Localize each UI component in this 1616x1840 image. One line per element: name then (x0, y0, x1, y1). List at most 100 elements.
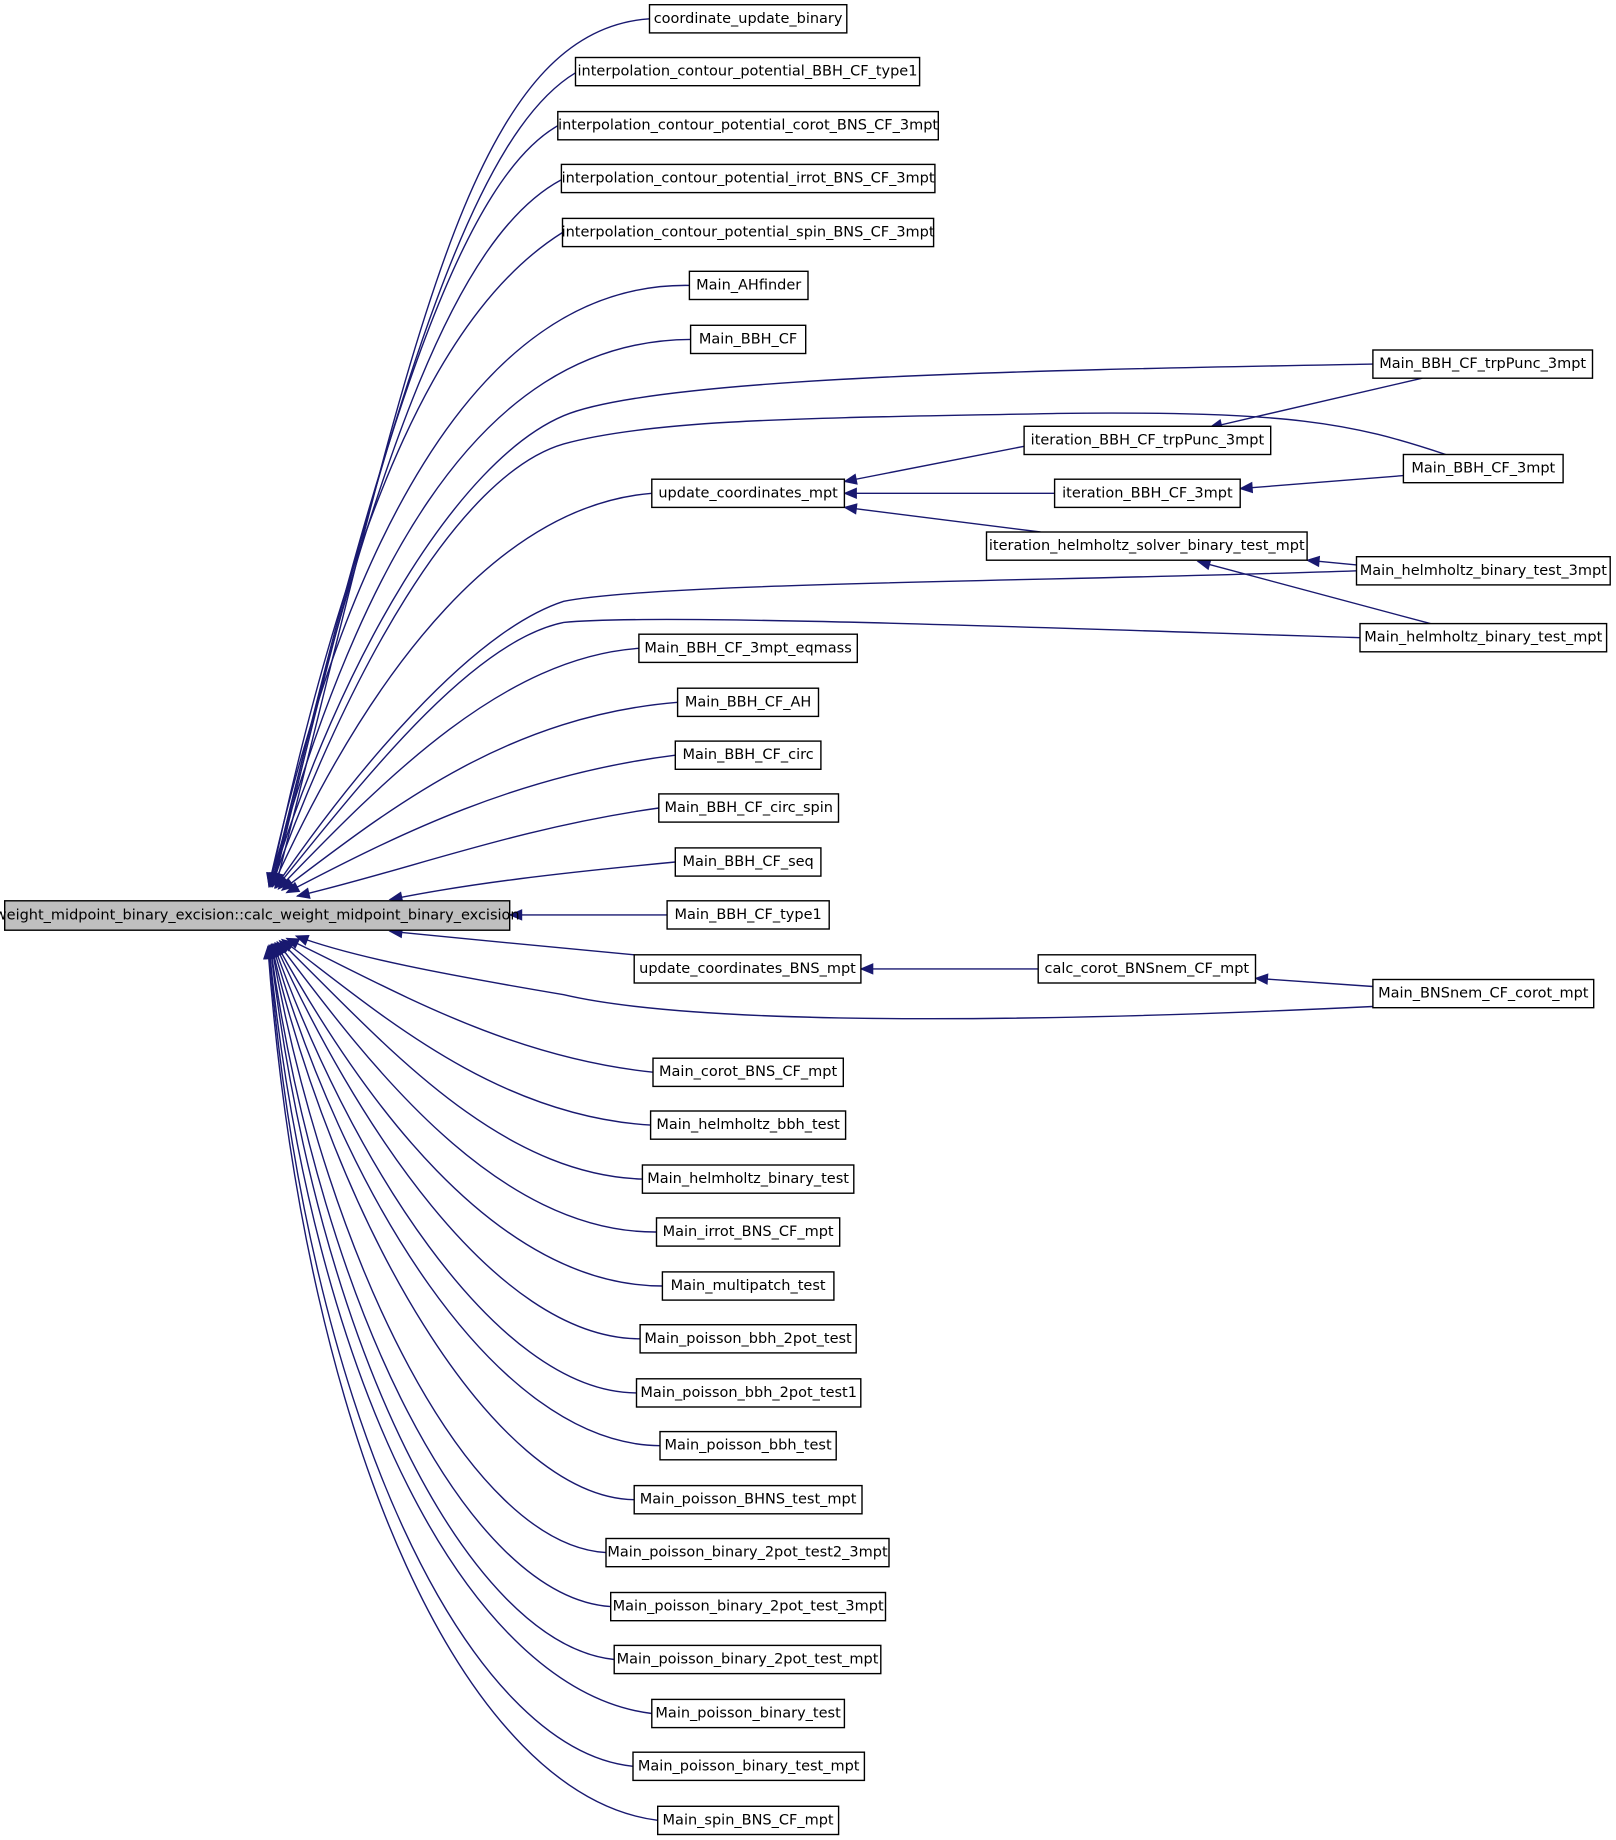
node-main-poisson-binary-mpt-box (632, 1751, 866, 1782)
edge-main-corot-bns-to-root (286, 937, 654, 1073)
node-interp-irrot-label: interpolation_contour_potential_irrot_BN… (562, 171, 935, 187)
node-main-bbh-cf-trppunc-3mpt[interactable]: Main_BBH_CF_trpPunc_3mpt (1372, 349, 1594, 379)
node-main-poisson-binary-label: Main_poisson_binary_test (655, 1706, 841, 1722)
edge-main-poisson-bbh-to-root (271, 944, 661, 1447)
node-main-multipatch-label: Main_multipatch_test (671, 1278, 826, 1294)
edge-main-helmholtz-mpt-to-iteration-helmholtz (1197, 560, 1431, 625)
node-main-bbh-cf-3mpt[interactable]: Main_BBH_CF_3mpt (1402, 453, 1564, 484)
node-interp-corot[interactable]: interpolation_contour_potential_corot_BN… (557, 110, 939, 141)
node-main-bbh-cf-seq[interactable]: Main_BBH_CF_seq (674, 847, 822, 877)
edge-main-helmholtz-binary-to-root (279, 940, 643, 1180)
node-main-helmholtz-mpt[interactable]: Main_helmholtz_binary_test_mpt (1359, 622, 1608, 653)
node-main-poisson-bbh-2pot[interactable]: Main_poisson_bbh_2pot_test (639, 1323, 857, 1354)
node-update-coordinates-bns-mpt[interactable]: update_coordinates_BNS_mpt (633, 954, 862, 984)
node-iteration-bbh-cf-trppunc-3mpt-box (1023, 425, 1272, 456)
node-main-bbh-cf-seq-box (674, 847, 822, 877)
node-calc-corot-bnsnem[interactable]: calc_corot_BNSnem_CF_mpt (1037, 954, 1257, 984)
node-main-irrot-bns[interactable]: Main_irrot_BNS_CF_mpt (655, 1217, 841, 1247)
node-main-bbh-cf-circ-spin-box (658, 793, 840, 823)
node-main-bbh-cf-trppunc-3mpt-label: Main_BBH_CF_trpPunc_3mpt (1379, 356, 1586, 372)
node-main-bbh-cf-circ-box (674, 740, 822, 770)
node-main-bbh-cf-ah[interactable]: Main_BBH_CF_AH (676, 687, 820, 718)
arrowhead-root (508, 909, 523, 921)
node-main-bbh-cf-3mpt-eqmass[interactable]: Main_BBH_CF_3mpt_eqmass (638, 633, 859, 664)
node-main-irrot-bns-label: Main_irrot_BNS_CF_mpt (663, 1224, 834, 1240)
edge-main-helmholtz-3mpt-to-root (274, 570, 1357, 889)
edge-main-poisson-bbh-2pot1-to-root (272, 943, 637, 1394)
node-main-bbh-cf-trppunc-3mpt-box (1372, 349, 1594, 379)
node-main-bbh-cf-seq-label: Main_BBH_CF_seq (682, 854, 813, 870)
node-interp-bbh-type1[interactable]: interpolation_contour_potential_BBH_CF_t… (574, 56, 921, 87)
root-function-node-label: weight_midpoint_binary_excision::calc_we… (0, 908, 520, 924)
node-main-helmholtz-3mpt[interactable]: Main_helmholtz_binary_test_3mpt (1355, 556, 1611, 586)
arrowhead-root (262, 945, 275, 960)
node-main-corot-bns[interactable]: Main_corot_BNS_CF_mpt (652, 1057, 845, 1088)
node-main-bbh-cf-type1[interactable]: Main_BBH_CF_type1 (666, 900, 830, 930)
edge-main-bbh-cf-circ-to-root (286, 754, 676, 894)
node-main-bnsnem-corot[interactable]: Main_BNSnem_CF_corot_mpt (1372, 978, 1595, 1009)
arrowhead-root (285, 881, 301, 894)
node-interp-irrot-box (560, 163, 936, 194)
node-interp-spin[interactable]: interpolation_contour_potential_spin_BNS… (561, 217, 935, 248)
node-update-coordinates-mpt[interactable]: update_coordinates_mpt (651, 478, 846, 509)
edge-main-bnsnem-corot-to-root (295, 935, 1373, 1020)
node-main-helmholtz-mpt-box (1359, 622, 1608, 653)
node-interp-spin-box (561, 217, 935, 248)
node-interp-bbh-type1-label: interpolation_contour_potential_BBH_CF_t… (578, 64, 918, 80)
node-coordinate-update-binary[interactable]: coordinate_update_binary (648, 3, 848, 34)
node-main-poisson-binary-mpt-label: Main_poisson_binary_test_mpt (638, 1758, 860, 1774)
node-main-bbh-cf-circ-label: Main_BBH_CF_circ (682, 747, 813, 763)
root-function-node-box (3, 900, 511, 931)
node-iteration-helmholtz[interactable]: iteration_helmholtz_solver_binary_test_m… (985, 531, 1308, 561)
edge-main-bbh-cf-3mpt-eqmass-to-root (277, 647, 639, 890)
node-update-coordinates-bns-mpt-label: update_coordinates_BNS_mpt (639, 961, 856, 977)
node-main-poisson-binary-2pot2-3mpt[interactable]: Main_poisson_binary_2pot_test2_3mpt (605, 1537, 890, 1568)
node-main-ahfinder-box (688, 270, 809, 301)
node-iteration-bbh-cf-trppunc-3mpt[interactable]: iteration_BBH_CF_trpPunc_3mpt (1023, 425, 1272, 456)
node-main-helmholtz-bbh[interactable]: Main_helmholtz_bbh_test (649, 1110, 847, 1140)
node-main-poisson-binary-2pot-3mpt-box (610, 1591, 887, 1622)
node-iteration-bbh-cf-3mpt[interactable]: iteration_BBH_CF_3mpt (1053, 478, 1241, 509)
node-main-spin-bns-label: Main_spin_BNS_CF_mpt (663, 1812, 834, 1828)
node-main-helmholtz-3mpt-box (1355, 556, 1611, 586)
edge-iteration-bbh-cf-trppunc-3mpt-to-update-coordinates-mpt (844, 445, 1025, 483)
node-main-spin-bns[interactable]: Main_spin_BNS_CF_mpt (657, 1805, 840, 1836)
node-main-bbh-cf[interactable]: Main_BBH_CF (689, 324, 807, 355)
node-main-poisson-bbh[interactable]: Main_poisson_bbh_test (659, 1430, 837, 1461)
node-main-poisson-bbh-2pot1[interactable]: Main_poisson_bbh_2pot_test1 (635, 1378, 862, 1408)
node-main-bbh-cf-circ[interactable]: Main_BBH_CF_circ (674, 740, 822, 770)
edge-main-poisson-binary-2pot-mpt-to-root (269, 945, 615, 1661)
node-main-ahfinder-label: Main_AHfinder (696, 277, 801, 293)
root-function-node[interactable]: weight_midpoint_binary_excision::calc_we… (0, 900, 520, 931)
node-main-poisson-binary-2pot-mpt-label: Main_poisson_binary_2pot_test_mpt (617, 1652, 879, 1668)
node-main-poisson-bhns-label: Main_poisson_BHNS_test_mpt (640, 1492, 857, 1508)
node-main-ahfinder[interactable]: Main_AHfinder (688, 270, 809, 301)
node-main-multipatch[interactable]: Main_multipatch_test (661, 1271, 835, 1301)
node-main-bbh-cf-circ-spin-label: Main_BBH_CF_circ_spin (664, 800, 832, 816)
node-interp-corot-box (557, 110, 939, 141)
node-main-poisson-binary-2pot-mpt[interactable]: Main_poisson_binary_2pot_test_mpt (613, 1644, 882, 1675)
node-main-bbh-cf-3mpt-eqmass-label: Main_BBH_CF_3mpt_eqmass (644, 640, 851, 656)
edge-interp-irrot-to-root (270, 179, 562, 886)
node-iteration-bbh-cf-3mpt-box (1053, 478, 1241, 509)
node-main-bbh-cf-circ-spin[interactable]: Main_BBH_CF_circ_spin (658, 793, 840, 823)
node-coordinate-update-binary-label: coordinate_update_binary (654, 11, 843, 27)
node-interp-irrot[interactable]: interpolation_contour_potential_irrot_BN… (560, 163, 936, 194)
edge-main-bbh-cf-trppunc-3mpt-to-root (269, 363, 1373, 887)
node-main-bnsnem-corot-box (1372, 978, 1595, 1009)
node-main-corot-bns-label: Main_corot_BNS_CF_mpt (659, 1064, 837, 1080)
node-iteration-bbh-cf-trppunc-3mpt-label: iteration_BBH_CF_trpPunc_3mpt (1031, 432, 1265, 448)
node-interp-spin-label: interpolation_contour_potential_spin_BNS… (562, 225, 935, 241)
node-main-poisson-bhns[interactable]: Main_poisson_BHNS_test_mpt (633, 1484, 863, 1515)
node-main-helmholtz-binary[interactable]: Main_helmholtz_binary_test (641, 1164, 855, 1194)
arrowhead-iteration-helmholtz (1196, 559, 1212, 571)
node-main-poisson-binary-mpt[interactable]: Main_poisson_binary_test_mpt (632, 1751, 866, 1782)
node-main-bbh-cf-type1-box (666, 900, 830, 930)
node-main-helmholtz-binary-box (641, 1164, 855, 1194)
node-main-poisson-binary[interactable]: Main_poisson_binary_test (651, 1698, 846, 1729)
edge-main-bbh-cf-3mpt-to-root (270, 412, 1446, 887)
node-calc-corot-bnsnem-box (1037, 954, 1257, 984)
node-main-poisson-binary-2pot-3mpt[interactable]: Main_poisson_binary_2pot_test_3mpt (610, 1591, 887, 1622)
node-iteration-bbh-cf-3mpt-label: iteration_BBH_CF_3mpt (1062, 485, 1233, 501)
arrowhead-update-coordinates-mpt (843, 503, 858, 515)
